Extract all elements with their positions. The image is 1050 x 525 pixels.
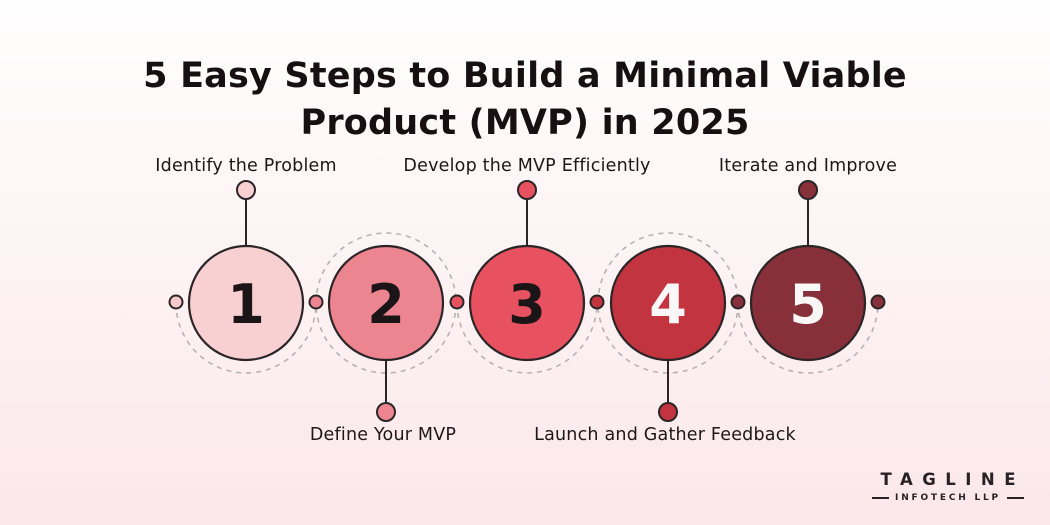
connector-dot-4 <box>589 294 605 310</box>
pin-dot-step-4 <box>658 402 678 422</box>
connector-dot-2 <box>308 294 324 310</box>
step-circle-4 <box>609 244 727 362</box>
logo-rule-right <box>1006 497 1024 499</box>
page-title: 5 Easy Steps to Build a Minimal Viable P… <box>0 53 1050 147</box>
step-label-develop-the-mvp-efficiently: Develop the MVP Efficiently <box>403 156 651 176</box>
step-number-5: 5 <box>789 273 827 336</box>
page-title-line-2: Product (MVP) in 2025 <box>300 103 750 144</box>
dashed-arc-step-5 <box>737 302 879 374</box>
logo-rule-left <box>872 497 890 499</box>
brand-logo: TAGLINE INFOTECH LLP <box>872 470 1024 503</box>
step-circle-2 <box>327 244 445 362</box>
pin-dot-step-3 <box>517 180 537 200</box>
step-label-identify-the-problem: Identify the Problem <box>155 156 337 176</box>
connector-dot-1 <box>168 294 184 310</box>
step-label-launch-and-gather-feedback: Launch and Gather Feedback <box>534 425 796 445</box>
brand-name: TAGLINE <box>880 470 1026 489</box>
connector-dot-3 <box>449 294 465 310</box>
step-label-define-your-mvp: Define Your MVP <box>309 425 457 445</box>
pin-dot-step-5 <box>798 180 818 200</box>
pin-dot-step-2 <box>376 402 396 422</box>
step-number-4: 4 <box>649 273 687 336</box>
step-circle-5 <box>749 244 867 362</box>
dashed-arc-step-3 <box>456 302 598 374</box>
dashed-arc-step-1 <box>175 302 317 374</box>
brand-subtitle: INFOTECH LLP <box>895 493 1001 503</box>
connector-dot-5 <box>730 294 746 310</box>
pin-dot-step-1 <box>236 180 256 200</box>
connector-dot-6 <box>870 294 886 310</box>
step-number-1: 1 <box>227 273 265 336</box>
step-label-iterate-and-improve: Iterate and Improve <box>718 156 898 176</box>
step-circle-3 <box>468 244 586 362</box>
step-number-3: 3 <box>508 273 546 336</box>
brand-subtitle-row: INFOTECH LLP <box>872 493 1024 503</box>
step-number-2: 2 <box>367 273 405 336</box>
page-title-line-1: 5 Easy Steps to Build a Minimal Viable <box>143 56 907 97</box>
step-circle-1 <box>187 244 305 362</box>
